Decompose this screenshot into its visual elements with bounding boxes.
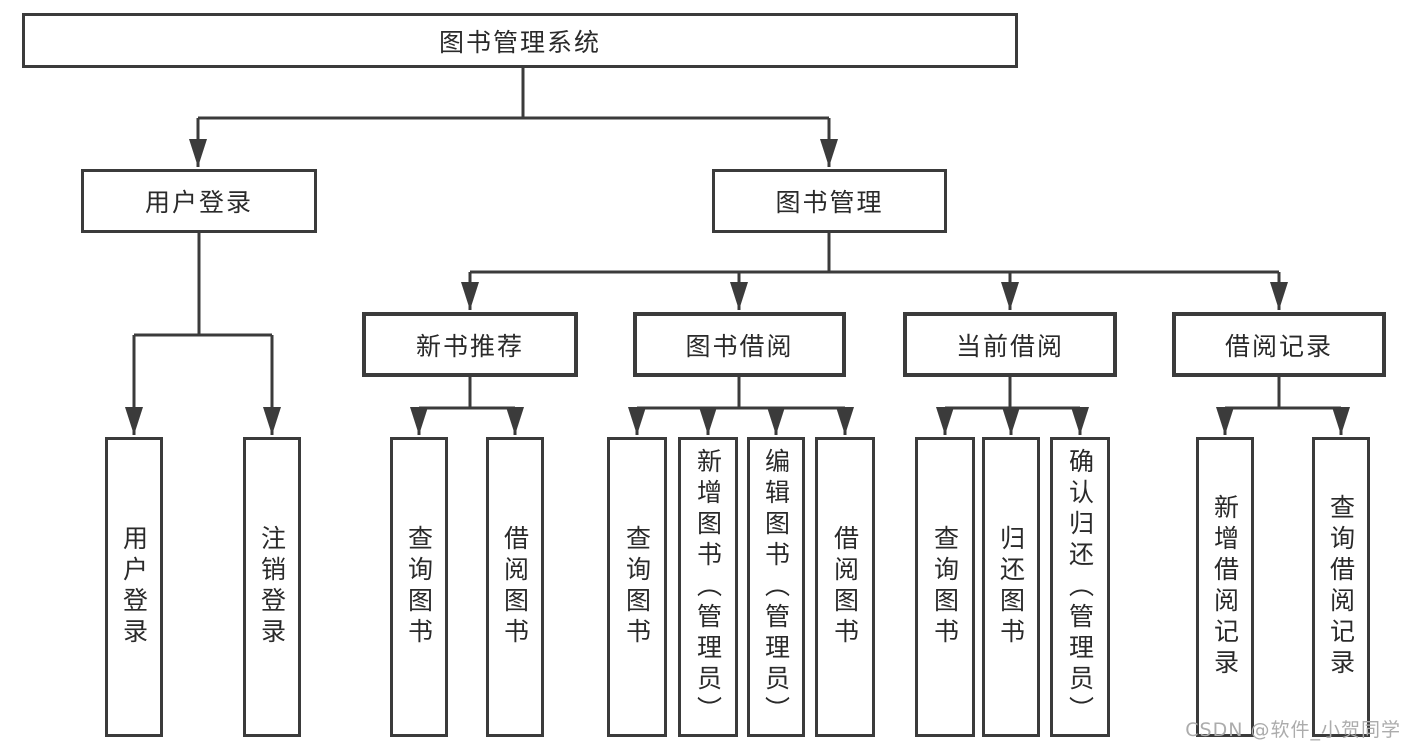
leaf-borrow-edit-book: 编辑图书（管理员） (747, 437, 805, 737)
leaf-current-confirm-return-label: 确认归还（管理员） (1065, 447, 1095, 727)
leaf-recommend-query-book-label: 查询图书 (404, 525, 434, 649)
leaf-current-query-book-label: 查询图书 (930, 525, 960, 649)
node-user-login-label: 用户登录 (144, 188, 253, 217)
leaf-current-return-book: 归还图书 (982, 437, 1040, 737)
edge-root-to-level2 (189, 68, 838, 167)
leaf-user-login-label: 用户登录 (119, 525, 149, 649)
edge-current-borrow-to-leaves (936, 377, 1089, 435)
leaf-borrow-borrow-book: 借阅图书 (815, 437, 875, 737)
leaf-borrow-add-book: 新增图书（管理员） (678, 437, 738, 737)
csdn-watermark: CSDN @软件_小贺同学 (1185, 719, 1401, 741)
leaf-records-query-record: 查询借阅记录 (1312, 437, 1370, 737)
leaf-borrow-query-book: 查询图书 (607, 437, 667, 737)
leaf-current-query-book: 查询图书 (915, 437, 975, 737)
node-new-book-recommend-label: 新书推荐 (415, 331, 524, 361)
node-borrow-records-label: 借阅记录 (1224, 331, 1333, 361)
leaf-recommend-borrow-book-label: 借阅图书 (500, 525, 530, 649)
node-book-management-label: 图书管理 (775, 188, 884, 217)
leaf-current-return-book-label: 归还图书 (996, 525, 1026, 649)
node-user-login: 用户登录 (81, 169, 317, 233)
leaf-recommend-borrow-book: 借阅图书 (486, 437, 544, 737)
edge-user-login-to-leaves (125, 233, 281, 435)
edge-book-management-to-level3 (461, 233, 1288, 310)
leaf-records-add-record: 新增借阅记录 (1196, 437, 1254, 737)
node-current-borrow-label: 当前借阅 (955, 331, 1064, 361)
leaf-recommend-query-book: 查询图书 (390, 437, 448, 737)
edge-book-borrow-to-leaves (628, 377, 854, 435)
leaf-user-login: 用户登录 (105, 437, 163, 737)
node-root-system: 图书管理系统 (22, 13, 1018, 68)
node-borrow-records: 借阅记录 (1172, 312, 1386, 377)
leaf-borrow-query-book-label: 查询图书 (622, 525, 652, 649)
leaf-borrow-add-book-label: 新增图书（管理员） (693, 447, 723, 727)
edge-borrow-records-to-leaves (1216, 377, 1350, 435)
leaf-logout: 注销登录 (243, 437, 301, 737)
edge-new-book-recommend-to-leaves (410, 377, 524, 435)
node-new-book-recommend: 新书推荐 (362, 312, 578, 377)
node-root-system-label: 图书管理系统 (438, 27, 601, 57)
leaf-borrow-edit-book-label: 编辑图书（管理员） (761, 447, 791, 727)
node-book-management: 图书管理 (712, 169, 947, 233)
node-book-borrow: 图书借阅 (633, 312, 846, 377)
node-book-borrow-label: 图书借阅 (685, 331, 794, 361)
leaf-logout-label: 注销登录 (257, 525, 287, 649)
leaf-borrow-borrow-book-label: 借阅图书 (830, 525, 860, 649)
leaf-records-query-record-label: 查询借阅记录 (1326, 494, 1356, 680)
node-current-borrow: 当前借阅 (903, 312, 1117, 377)
leaf-records-add-record-label: 新增借阅记录 (1210, 494, 1240, 680)
leaf-current-confirm-return: 确认归还（管理员） (1050, 437, 1110, 737)
